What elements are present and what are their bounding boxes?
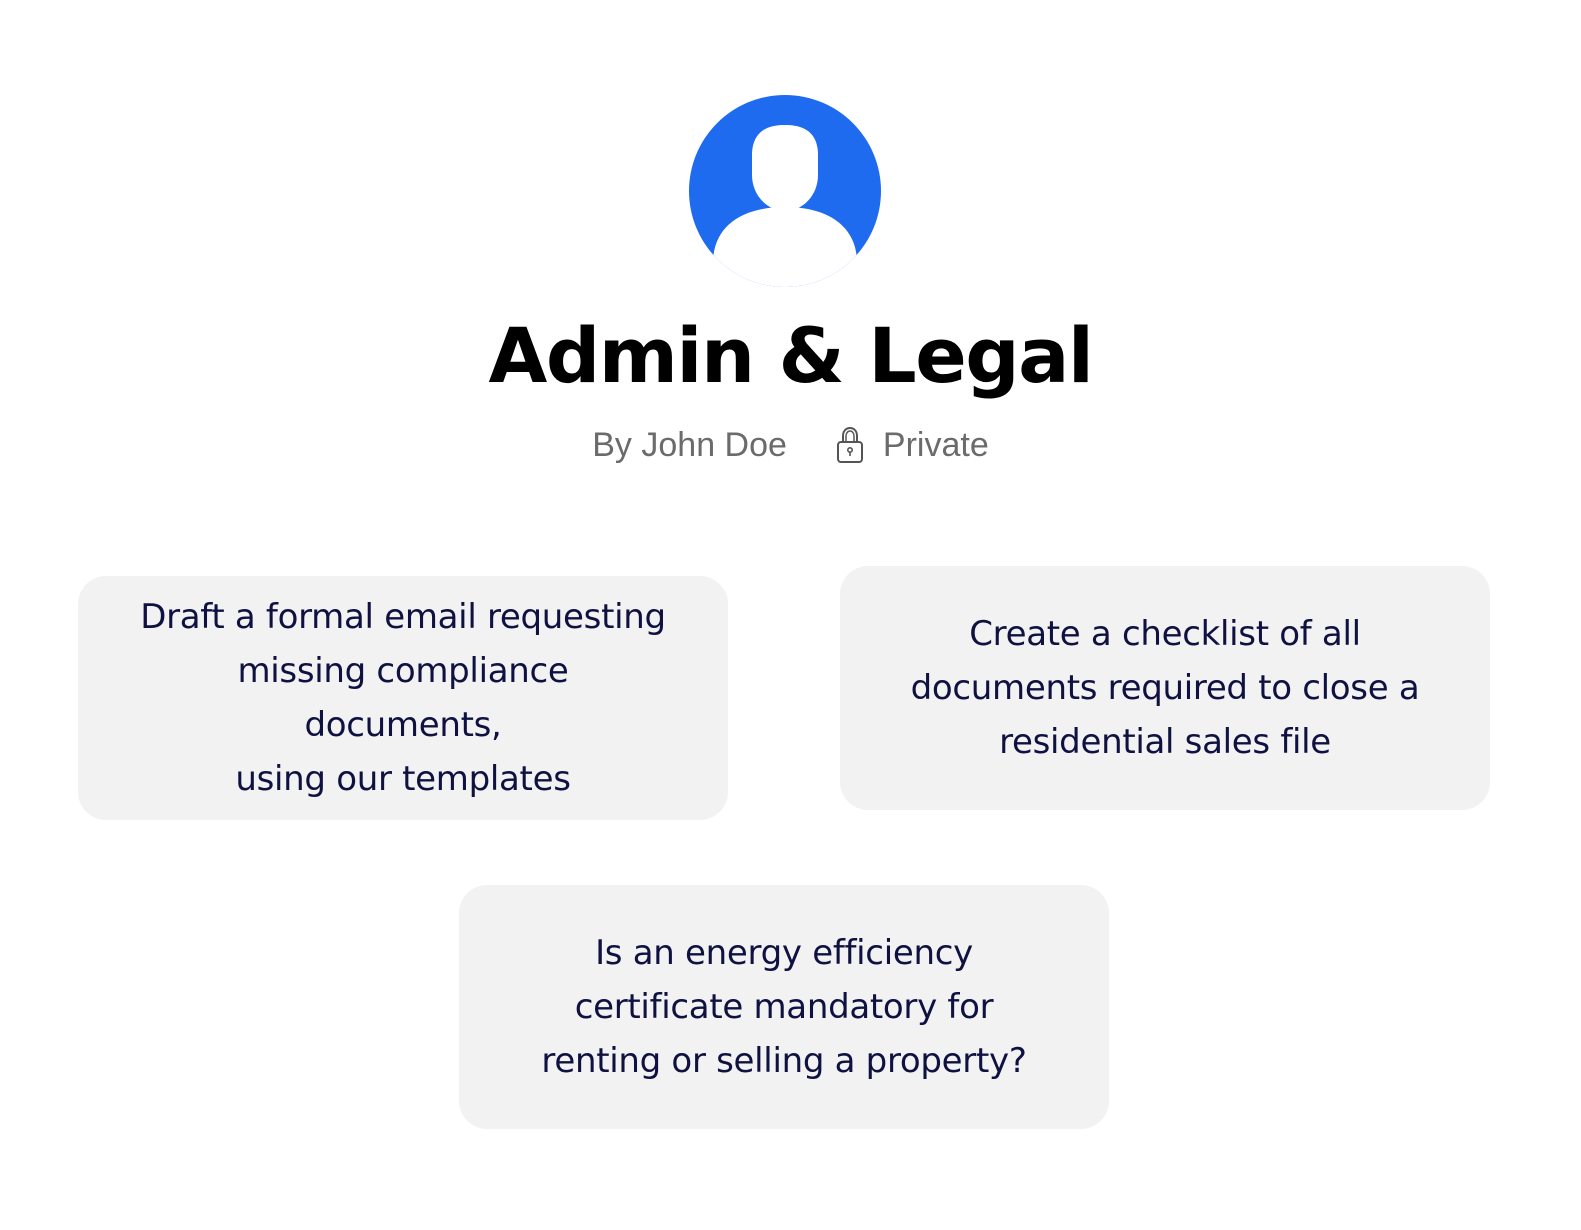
suggestion-card-closing-checklist[interactable]: Create a checklist of all documents requ… (840, 566, 1490, 810)
avatar (689, 95, 881, 287)
suggestion-card-compliance-email[interactable]: Draft a formal email requesting missing … (78, 576, 728, 820)
visibility-label: Private (882, 425, 989, 464)
author-label: By John Doe (592, 425, 787, 464)
suggestion-card-energy-certificate[interactable]: Is an energy efficiency certificate mand… (459, 885, 1109, 1129)
page-title: Admin & Legal (488, 311, 1094, 400)
profile-meta: By John Doe Private (0, 420, 1581, 470)
user-avatar-icon (689, 95, 881, 287)
suggestion-text: Is an energy efficiency certificate mand… (541, 933, 1027, 1081)
lock-icon (835, 426, 865, 464)
suggestion-text: Create a checklist of all documents requ… (910, 614, 1420, 762)
suggestion-text: Draft a formal email requesting missing … (140, 597, 666, 799)
